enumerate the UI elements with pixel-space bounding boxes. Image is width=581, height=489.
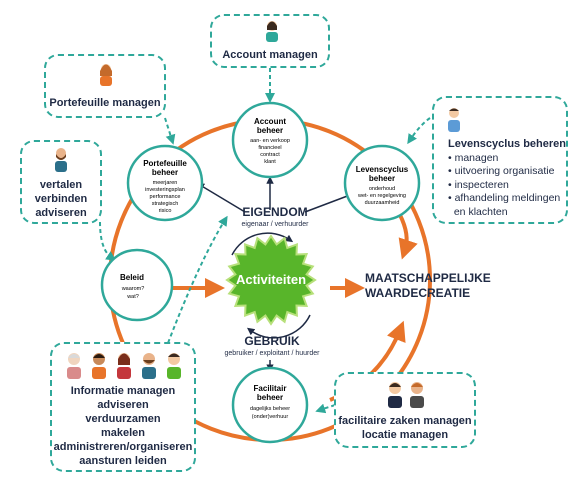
role-levenscyclus-title: Levenscyclus beheren	[448, 138, 567, 150]
facilitair-item-1: (onder)verhuur	[252, 414, 289, 420]
role-box-account: Account managen	[210, 14, 330, 68]
connector-facilitair	[315, 403, 336, 414]
account-item-0: aan- en verkoop	[250, 138, 290, 144]
activiteiten-badge: Activiteiten	[225, 234, 317, 326]
person-woman-icon	[100, 64, 112, 86]
role-box-levenscyclus: Levenscyclus beheren • managen • uitvoer…	[432, 96, 568, 224]
connector-levenscyclus	[407, 117, 431, 145]
portefeuille-circle-title1: Portefeuille	[143, 159, 187, 168]
person-woman-icon	[266, 21, 278, 42]
role-levenscyclus-bullet-3: • afhandeling meldingen	[448, 192, 561, 204]
person-man-beard-icon	[55, 148, 67, 172]
account-beheer-circle: Account beheer aan- en verkoop financiee…	[231, 101, 309, 179]
portefeuille-circle-title2: beheer	[152, 168, 178, 177]
role-portefeuille-label: Portefeuille managen	[49, 97, 161, 109]
facilitair-circle-title1: Facilitair	[254, 384, 287, 393]
beleid-item-1: wat?	[126, 294, 139, 300]
portefeuille-item-1: investeringsplan	[145, 187, 185, 193]
role-account-label: Account managen	[222, 49, 318, 61]
role-box-beleid: vertalen verbinden adviseren	[20, 140, 102, 224]
role-box-informatie: Informatie managen adviseren verduurzame…	[50, 342, 196, 472]
portefeuille-item-2: performance	[150, 194, 181, 200]
role-informatie-line-1: adviseren	[97, 399, 149, 411]
gebruik-subtitle: gebruiker / exploitant / huurder	[225, 350, 321, 357]
outcome-line1: MAATSCHAPPELIJKE	[365, 271, 491, 285]
person-man-icon	[448, 108, 460, 132]
role-levenscyclus-list: Levenscyclus beheren • managen • uitvoer…	[448, 138, 566, 219]
facilitair-circle-title2: beheer	[257, 393, 283, 402]
levenscyclus-item-1: wet- en regelgeving	[357, 193, 406, 199]
account-circle-title1: Account	[254, 117, 286, 126]
portefeuille-beheer-circle: Portefeuille beheer meerjaren investerin…	[126, 144, 204, 222]
role-levenscyclus-bullet-4: en klachten	[453, 205, 508, 218]
levenscyclus-beheer-circle: Levenscyclus beheer onderhoud wet- en re…	[343, 144, 421, 222]
role-box-portefeuille: Portefeuille managen	[44, 54, 166, 118]
account-item-2: contract	[260, 152, 280, 158]
orange-arrow-right-top	[398, 214, 418, 260]
eigendom-subtitle: eigenaar / verhuurder	[242, 221, 310, 228]
role-informatie-line-5: aansturen leiden	[79, 455, 167, 467]
facilitair-item-0: dagelijks beheer	[250, 406, 290, 412]
role-box-facilitair: facilitaire zaken managen locatie manage…	[334, 372, 476, 448]
role-beleid-line-2: adviseren	[35, 207, 87, 219]
portefeuille-item-0: meerjaren	[153, 180, 178, 186]
center-label: Activiteiten	[236, 272, 306, 287]
cycle-arrow-bottom	[246, 314, 311, 339]
levenscyclus-item-0: onderhoud	[369, 186, 395, 192]
beleid-circle: Beleid waarom? wat?	[100, 248, 174, 322]
role-informatie-line-4: administreren/organiseren	[53, 441, 193, 453]
role-beleid-line-0: vertalen	[39, 179, 83, 191]
connector-beleid	[99, 221, 117, 261]
levenscyclus-circle-title2: beheer	[369, 174, 395, 183]
role-facilitair-line-1: locatie managen	[361, 429, 449, 441]
connector-informatie	[167, 215, 228, 344]
role-levenscyclus-bullet-0: • managen	[448, 151, 499, 164]
role-informatie-line-0: Informatie managen	[70, 385, 176, 397]
levenscyclus-circle-title1: Levenscyclus	[356, 165, 409, 174]
beleid-circle-title: Beleid	[120, 273, 144, 282]
role-levenscyclus-bullet-2: • inspecteren	[448, 178, 509, 191]
role-informatie-line-2: verduurzamen	[85, 413, 161, 425]
facilitair-beheer-circle: Facilitair beheer dagelijks beheer (onde…	[231, 366, 309, 444]
gebruik-title: GEBRUIK	[244, 334, 300, 348]
account-circle-title2: beheer	[257, 126, 283, 135]
cycle-arrow-top	[231, 232, 294, 256]
role-beleid-line-1: verbinden	[34, 193, 88, 205]
eigendom-title: EIGENDOM	[242, 205, 307, 219]
person-duo-icon	[388, 382, 424, 408]
beleid-item-0: waarom?	[121, 286, 145, 292]
account-item-1: financieel	[258, 145, 281, 151]
role-levenscyclus-bullet-1: • uitvoering organisatie	[448, 165, 555, 177]
portefeuille-item-3: strategisch	[152, 201, 179, 207]
outcome-line2: WAARDECREATIE	[365, 286, 470, 300]
person-group-icon	[67, 353, 181, 379]
role-facilitair-line-0: facilitaire zaken managen	[338, 415, 472, 427]
arrow-to-levenscyclus	[304, 192, 354, 213]
levenscyclus-item-2: duurzaamheid	[365, 200, 400, 206]
connector-portefeuille	[164, 117, 176, 145]
portefeuille-item-4: risico	[159, 208, 172, 214]
role-informatie-line-3: makelen	[100, 427, 146, 439]
arrow-to-portefeuille	[196, 183, 246, 213]
account-item-3: klant	[264, 159, 276, 165]
